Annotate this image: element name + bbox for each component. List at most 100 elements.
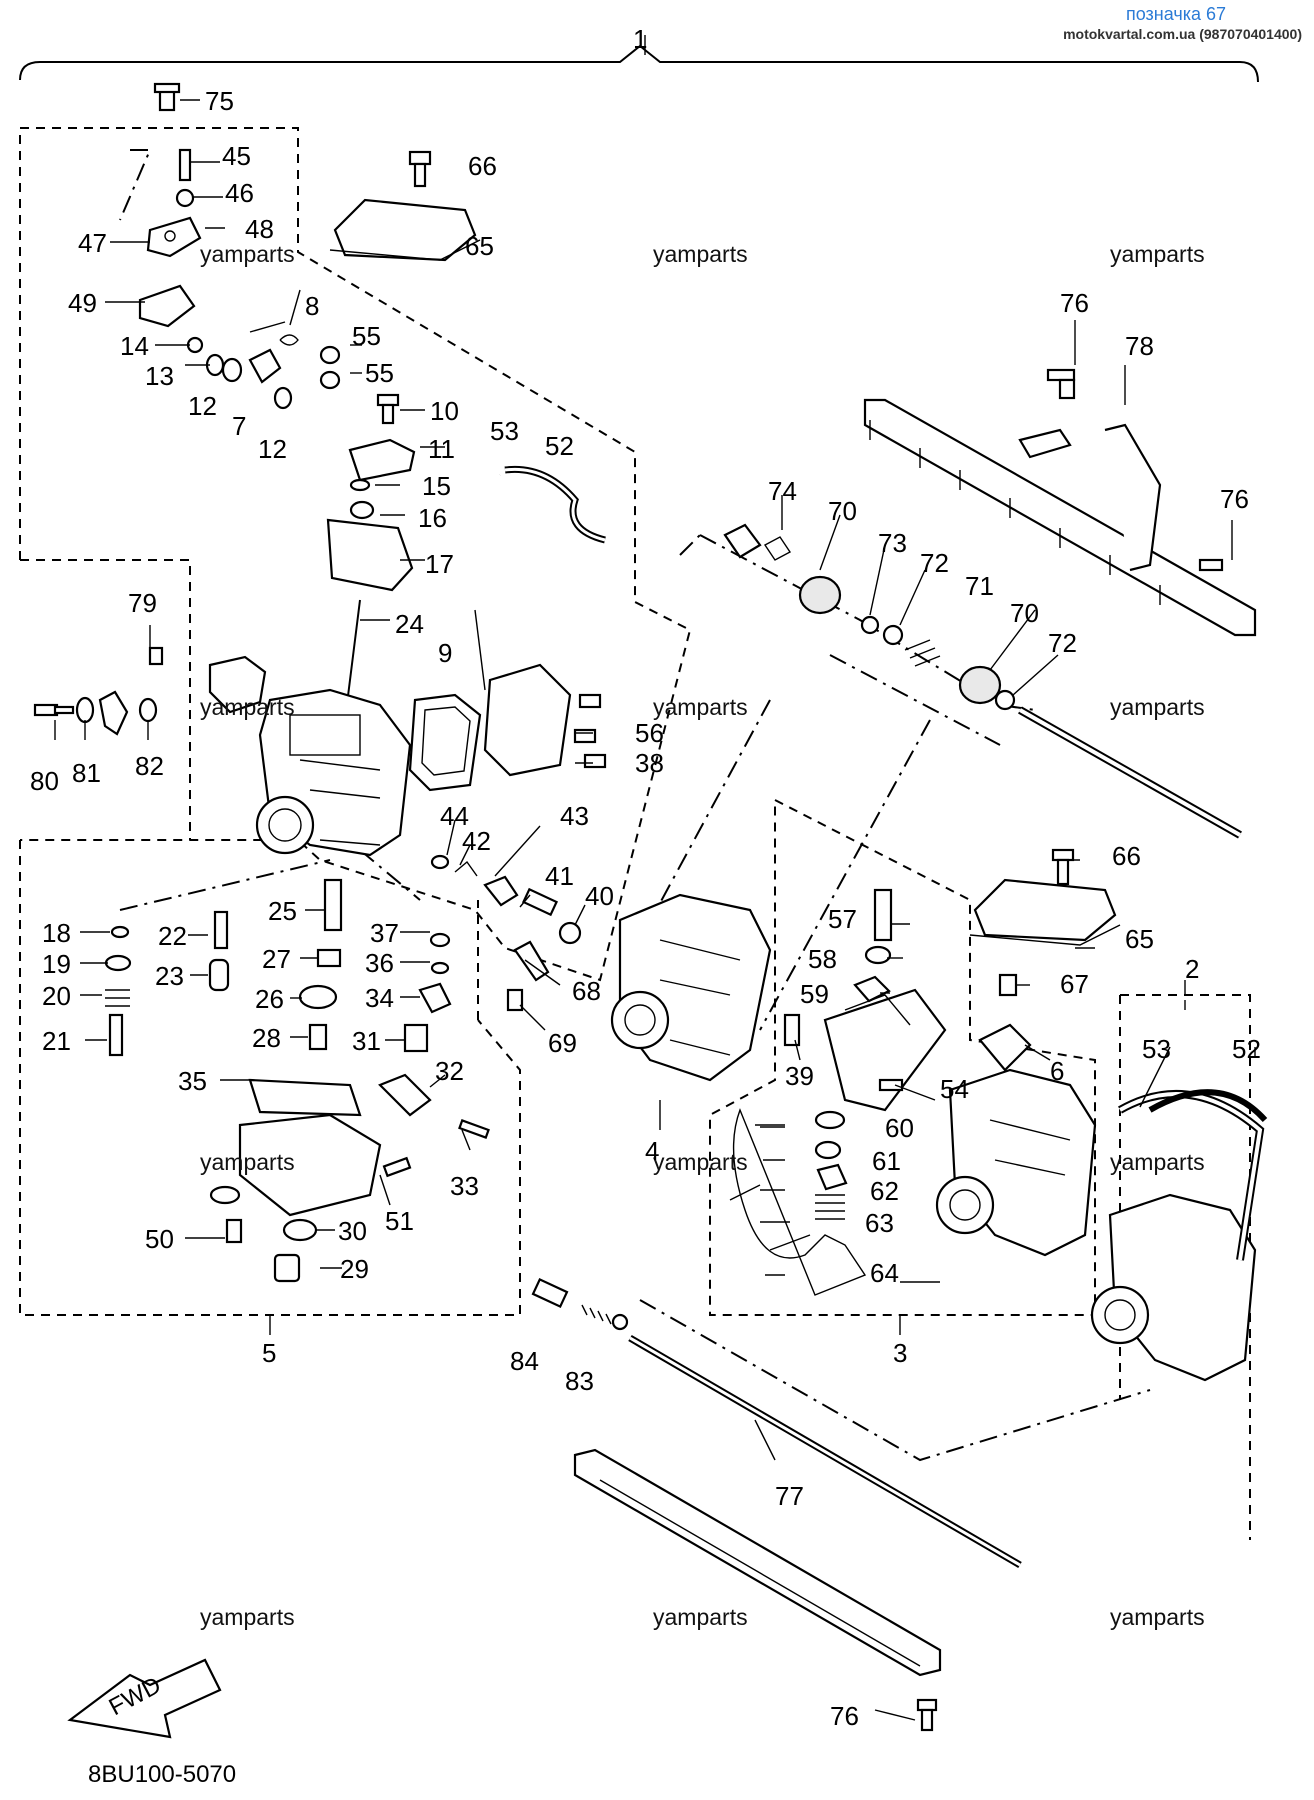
callout: 46 [225,178,254,208]
part-39 [783,1013,801,1047]
callout: 9 [438,638,452,668]
part-61 [814,1140,842,1160]
ring-15 [349,478,371,492]
bolt-45 [178,148,192,182]
callout: 69 [548,1028,577,1058]
callout: 76 [830,1701,859,1731]
callout: 8 [305,291,319,321]
header-site: motokvartal.com.ua (987070401400) [1063,26,1302,42]
part-62 [816,1163,848,1191]
mount-bracket [863,368,1257,637]
part-29 [273,1253,301,1283]
bolt-67 [998,973,1018,997]
callout: 42 [462,826,491,856]
ring-27 [316,948,342,968]
leader-lines [54,35,1256,1721]
bracket-49 [138,284,196,328]
bracket-right-79 [208,655,267,714]
plug-28 [308,1023,328,1051]
callout: 1 [633,24,647,54]
part-30 [282,1218,318,1242]
watermark: yamparts [1110,241,1205,267]
callout: 65 [465,231,494,261]
callout: 52 [545,431,574,461]
callout: 11 [428,434,455,464]
fwd-arrow-icon: FWD [67,1658,222,1739]
callout: 54 [940,1074,969,1104]
callout: 61 [872,1146,901,1176]
sleeve-84 [531,1277,569,1309]
parts: FWD [33,82,1268,1739]
part-60 [814,1110,846,1130]
callout: 80 [30,766,59,796]
bolt-66 [408,150,432,188]
callout: 50 [145,1224,174,1254]
callout: 12 [258,434,287,464]
part-69 [506,988,524,1012]
diagram-code: 8BU100-5070 [88,1761,236,1788]
float-seat-26 [298,984,338,1010]
callout: 83 [565,1366,594,1396]
callout: 82 [135,751,164,781]
callout: 17 [425,549,454,579]
callout: 63 [865,1208,894,1238]
callout: 60 [885,1113,914,1143]
lever-7 [248,348,282,384]
callout: 16 [418,503,447,533]
callout: 72 [920,548,949,578]
callout: 48 [245,214,274,244]
bolt-76c [916,1698,938,1732]
callout: 75 [205,86,234,116]
callout: 52 [1232,1034,1261,1064]
callout: 32 [435,1056,464,1086]
seat-16 [349,500,375,520]
callout-labels: 1 75 45 46 48 47 49 14 13 12 7 12 8 55 5… [30,24,1261,1731]
shaft-assy [723,523,1242,839]
needle-21 [108,1013,124,1057]
callout: 64 [870,1258,899,1288]
link-54 [823,988,947,1112]
callout: 67 [1060,969,1089,999]
jet-22 [213,910,229,950]
callout: 3 [893,1338,907,1368]
callout: 79 [128,588,157,618]
cable-64 [732,1108,867,1296]
float-bowl [238,1113,382,1217]
part-58 [864,945,892,965]
screw-10 [376,393,400,425]
callout: 2 [1185,954,1199,984]
screw-51 [382,1156,412,1178]
callout: 58 [808,944,837,974]
valve-11 [348,438,416,482]
bracket-47 [146,216,202,258]
callout: 13 [145,361,174,391]
callout: 28 [252,1023,281,1053]
part-43 [483,875,519,907]
callout: 38 [635,748,664,778]
callout: 39 [785,1061,814,1091]
watermark: yamparts [1110,1149,1205,1175]
callout: 21 [42,1026,71,1056]
part-31 [403,1023,429,1053]
callout: 55 [365,358,394,388]
watermark: yamparts [200,241,295,267]
header-title: позначка 67 [1125,4,1226,24]
watermark: yamparts [200,694,295,720]
watermark: yamparts [653,694,748,720]
callout: 29 [340,1254,369,1284]
callout: 22 [158,921,187,951]
part-6 [978,1023,1032,1072]
callout: 62 [870,1176,899,1206]
carburetor-group-2 [1090,1089,1268,1382]
callout: 74 [768,476,797,506]
callout: 56 [635,718,664,748]
callout: 26 [255,984,284,1014]
callout: 33 [450,1171,479,1201]
holder-23 [208,958,230,992]
callout: 20 [42,981,71,1011]
callout: 51 [385,1206,414,1236]
spring-20 [105,989,130,1007]
group-boundaries [19,127,1251,1540]
carburetor-center [610,893,772,1082]
